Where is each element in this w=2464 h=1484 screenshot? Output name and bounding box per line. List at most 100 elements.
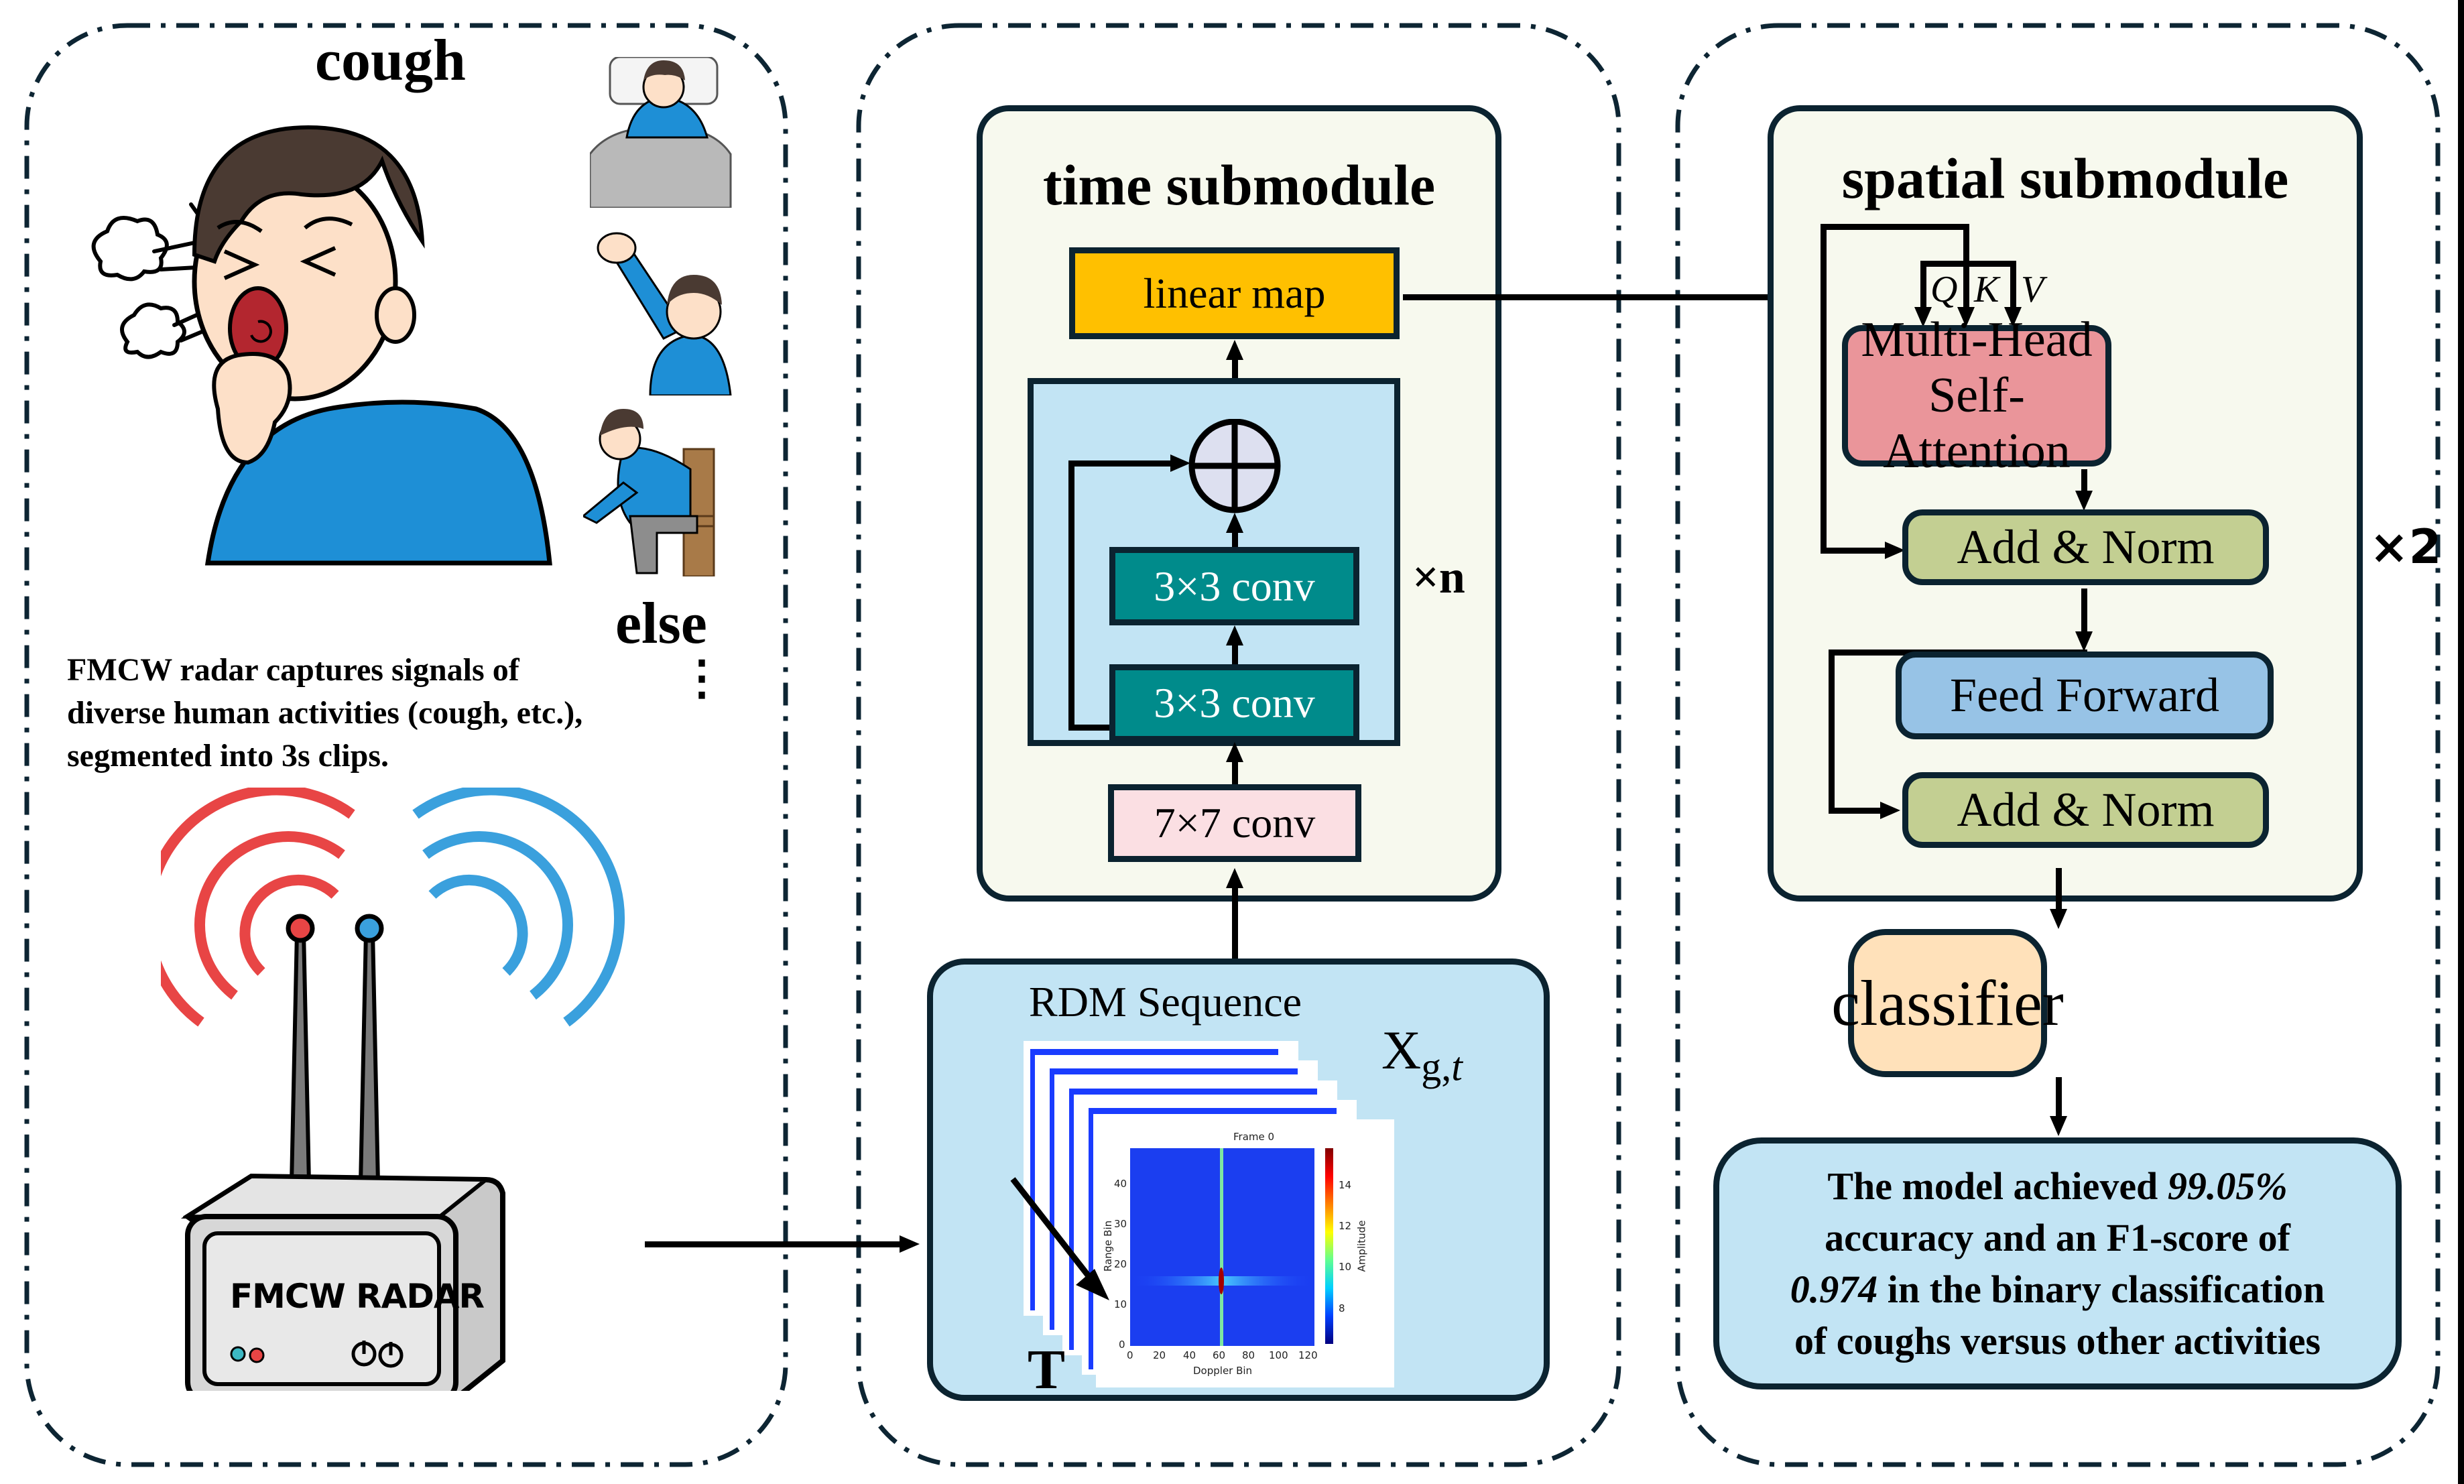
tx-wave-icon: [161, 788, 355, 1027]
q-input-line: [1920, 261, 1926, 311]
person-in-bed-illustration: [590, 57, 732, 208]
ytick: 20: [1114, 1258, 1127, 1270]
arrow-head-icon: [2004, 307, 2022, 327]
arrow-head-icon: [2050, 1116, 2067, 1136]
radar-label: FMCW RADAR: [230, 1277, 485, 1316]
description-line: diverse human activities (cough, etc.),: [67, 695, 583, 731]
multi-head-self-attention-block: Multi-Head Self-Attention: [1842, 312, 2111, 479]
colorbar-label: Amplitude: [1355, 1220, 1368, 1272]
feed-forward-block: Feed Forward: [1896, 652, 2274, 739]
residual-skip-top: [1068, 460, 1172, 467]
v-label: V: [2021, 269, 2044, 310]
arrow-head-icon: [1885, 542, 1905, 559]
time-axis-label: T: [1028, 1339, 1066, 1401]
residual-add-icon: [1188, 419, 1281, 513]
arrow-conv-to-conv: [1232, 637, 1238, 665]
accuracy-value: 99.05%: [2167, 1164, 2288, 1208]
cbar-tick: 12: [1339, 1220, 1352, 1232]
xtick: 0: [1127, 1349, 1133, 1361]
panel-middle-border: [856, 23, 1621, 1467]
rdm-colorbar: [1325, 1148, 1333, 1344]
arrow-head-icon: [900, 1235, 920, 1253]
result-summary-block: The model achieved 99.05% accuracy and a…: [1713, 1137, 2402, 1389]
arrow-head-icon: [2075, 491, 2093, 511]
arrow-head-icon: [1226, 513, 1243, 533]
panel-left-border: [24, 23, 788, 1467]
frame-title: Frame 0: [1233, 1131, 1275, 1143]
arrow-conv-to-add: [1232, 523, 1238, 550]
radar-to-rdm-arrow: [645, 1241, 903, 1247]
residual-skip-line: [1068, 462, 1074, 731]
ff-skip-line: [1829, 650, 1835, 814]
fmcw-radar-illustration: [161, 788, 625, 1391]
attention-skip-bottom: [1821, 548, 1888, 554]
v-input-line: [2010, 261, 2016, 311]
result-line-1: The model achieved 99.05%: [1790, 1160, 2325, 1212]
rdm-symbol-sub: g,: [1421, 1044, 1452, 1089]
coughing-person-illustration: [91, 125, 552, 566]
ff-skip-bottom: [1829, 808, 1882, 814]
cbar-tick: 10: [1339, 1261, 1352, 1273]
linear-map-block: linear map: [1069, 247, 1400, 339]
time-repeat-label: ×n: [1412, 552, 1465, 603]
result-line-4: of coughs versus other activities: [1794, 1319, 2321, 1363]
xtick: 60: [1213, 1349, 1226, 1361]
xtick: 120: [1298, 1349, 1318, 1361]
arrow-head-icon: [2050, 909, 2067, 929]
ytick: 40: [1114, 1178, 1127, 1190]
q-label: Q: [1930, 269, 1958, 310]
spatial-submodule: spatial submodule: [1768, 105, 2363, 902]
result-text: The model achieved: [1827, 1164, 2168, 1208]
rdm-heatmap: [1130, 1148, 1314, 1346]
f1-value: 0.974: [1790, 1267, 1878, 1311]
arrow-rdm-to-time: [1232, 885, 1238, 962]
mhsa-line-2: Self-Attention: [1883, 368, 2071, 479]
arrow-head-icon: [1170, 454, 1190, 472]
arrow-head-icon: [1226, 742, 1243, 762]
x-axis-label: Doppler Bin: [1193, 1365, 1253, 1377]
result-line-3: 0.974 in the binary classification: [1790, 1263, 2325, 1315]
rdm-symbol-main: X: [1381, 1019, 1422, 1080]
description-line: FMCW radar captures signals of: [67, 652, 519, 688]
arrow-mhsa-to-addnorm: [2081, 469, 2087, 493]
rx-wave-icon: [412, 788, 625, 1027]
description-text: FMCW radar captures signals of diverse h…: [67, 649, 582, 778]
time-submodule-title: time submodule: [1042, 153, 1436, 217]
person-sitting-illustration: [583, 409, 715, 576]
arrow-head-icon: [1880, 802, 1900, 819]
arrow-classifier-to-result: [2056, 1077, 2062, 1119]
xtick: 100: [1269, 1349, 1288, 1361]
add-norm-block-1: Add & Norm: [1902, 509, 2269, 585]
cbar-tick: 8: [1339, 1302, 1345, 1314]
time-to-spatial-connector: [1403, 294, 1827, 300]
rdm-symbol: Xg,t: [1381, 1019, 1463, 1090]
description-line: segmented into 3s clips.: [67, 738, 389, 774]
arrow-head-icon: [1226, 868, 1243, 888]
spatial-submodule-title: spatial submodule: [1841, 146, 2289, 210]
rdm-title: RDM Sequence: [1029, 978, 1302, 1026]
arrow-res-to-linear: [1232, 355, 1238, 379]
classifier-block: classifier: [1831, 929, 2064, 1077]
arrow-head-icon: [2075, 631, 2093, 652]
result-line-2: accuracy and an F1-score of: [1825, 1216, 2290, 1259]
mhsa-line-1: Multi-Head: [1861, 312, 2093, 368]
spatial-repeat-label: ×2: [2369, 519, 2442, 574]
power-button-icon: [351, 1341, 404, 1368]
ytick: 0: [1119, 1339, 1125, 1351]
qkv-top-line: [1821, 224, 1969, 230]
rdm-frame-front: Frame 0 0 20 40 60 80 100 120 0 10 20 30…: [1096, 1119, 1394, 1387]
arrow-spatial-to-classifier: [2056, 868, 2062, 912]
conv3x3-block-lower: 3×3 conv: [1109, 664, 1359, 742]
xtick: 20: [1153, 1349, 1166, 1361]
arrow-head-icon: [1914, 307, 1932, 327]
k-input-line: [1963, 224, 1969, 311]
conv7x7-block: 7×7 conv: [1108, 784, 1361, 862]
arrow-addnorm-to-ff: [2081, 589, 2087, 635]
k-label: K: [1974, 269, 1999, 310]
arrow-head-icon: [1226, 625, 1243, 645]
xtick: 40: [1183, 1349, 1196, 1361]
xtick: 80: [1242, 1349, 1255, 1361]
arrow-head-icon: [1226, 340, 1243, 360]
panel-right-border: [1675, 23, 2441, 1467]
